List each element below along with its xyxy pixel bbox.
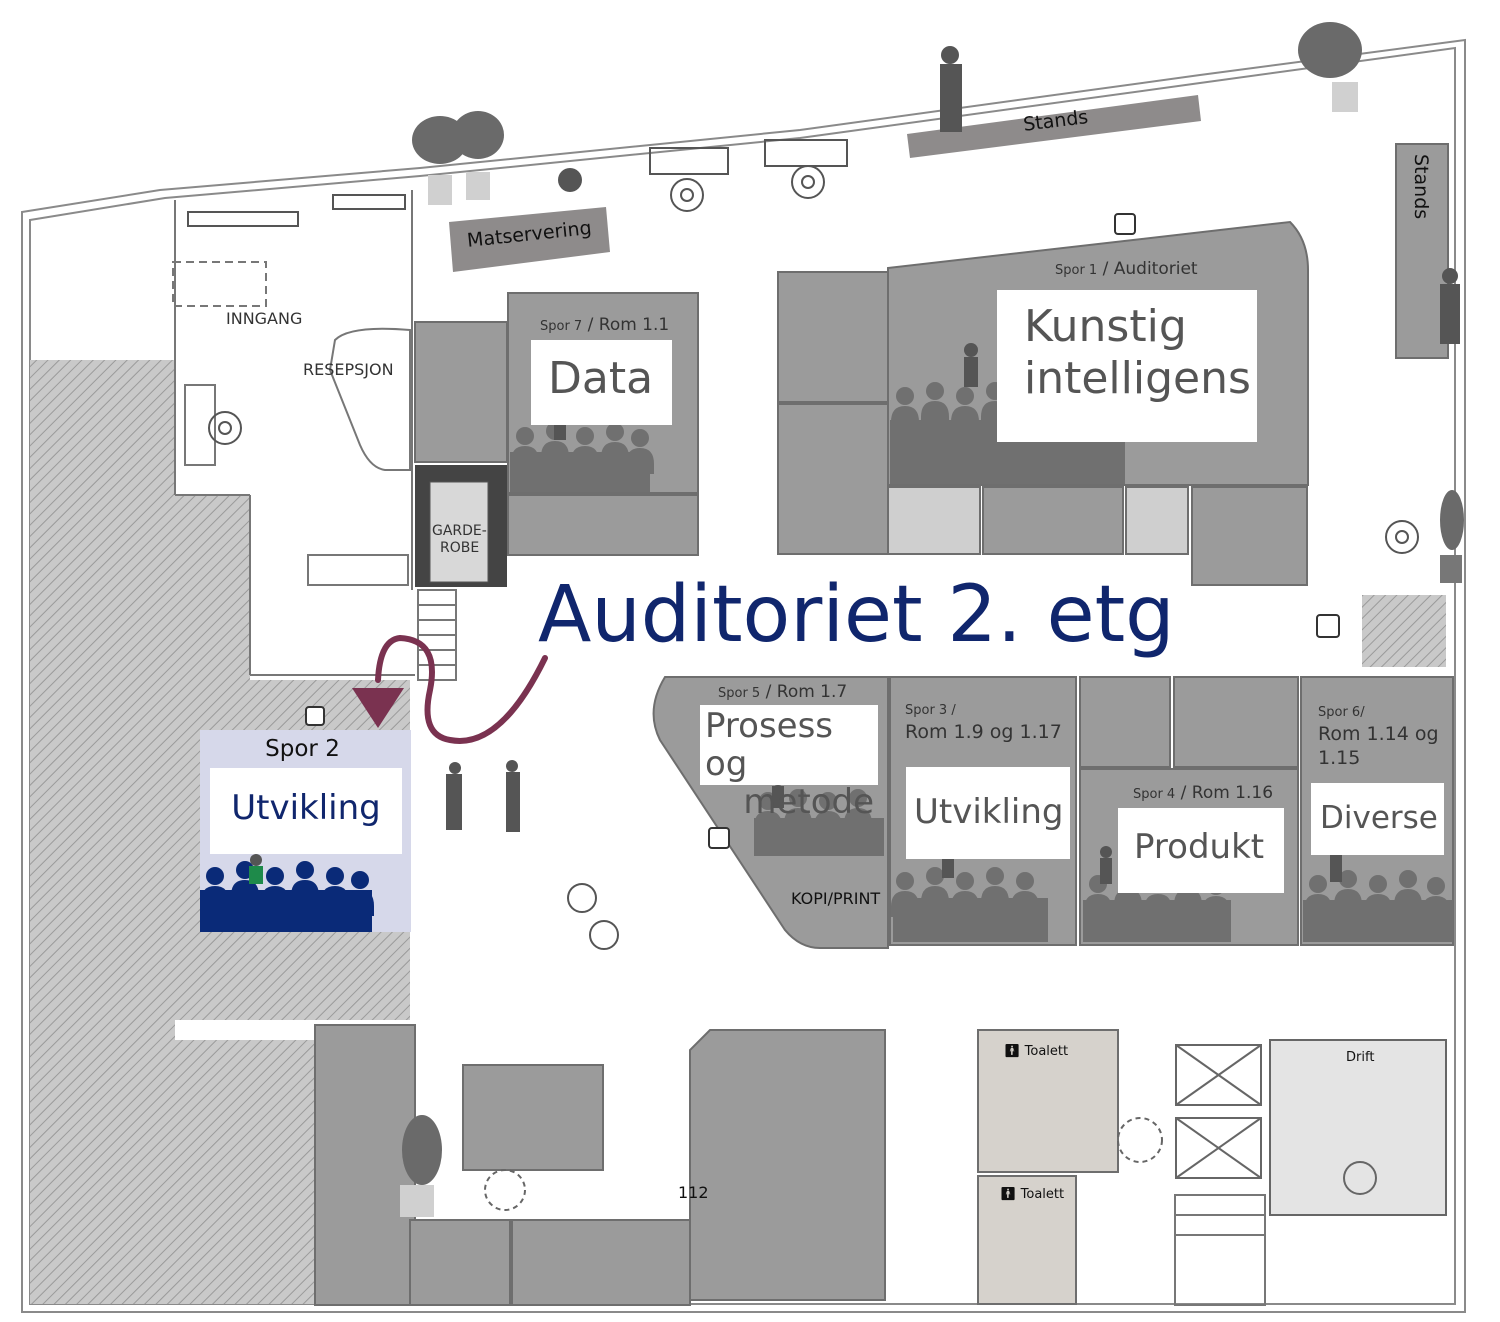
stands-right-label: Stands xyxy=(1410,154,1432,220)
stands-bench xyxy=(449,95,1201,272)
drift-label: Drift xyxy=(1346,1050,1375,1065)
spor3-room: Rom 1.9 og 1.17 xyxy=(905,721,1062,743)
toalett-label-2: 🚹︎ Toalett xyxy=(1000,1187,1065,1202)
spor7-header: Spor 7 / Rom 1.1 xyxy=(540,315,670,335)
spor1-topic-line2: intelligens xyxy=(1024,353,1251,404)
inngang-label: INNGANG xyxy=(226,309,303,328)
garderobe-label-2: ROBE xyxy=(440,540,480,556)
toilet-icon: 🚹︎ xyxy=(1004,1044,1025,1059)
spor2-topic: Utvikling xyxy=(231,788,381,828)
service-rooms xyxy=(484,1039,1447,1216)
toalett-label-1: 🚹︎ Toalett xyxy=(1004,1044,1069,1059)
spor3-header: Spor 3 / xyxy=(905,703,956,718)
spor6-topic: Diverse xyxy=(1320,800,1438,836)
garderobe-block xyxy=(415,465,507,587)
spor5-topic-line1: Prosess og xyxy=(705,706,833,784)
kopi-print-label: KOPI/PRINT xyxy=(791,889,881,908)
page-title: Auditoriet 2. etg xyxy=(538,570,1175,660)
plant-icon xyxy=(400,22,1464,1217)
spor7-topic: Data xyxy=(548,353,654,404)
toilet-blocks xyxy=(977,1029,1119,1305)
spor6-topic-card: Diverse xyxy=(1311,783,1444,855)
toilet-icon: 🚹︎ xyxy=(1000,1187,1021,1202)
resepsjon-label: RESEPSJON xyxy=(303,360,394,379)
garderobe-label-1: GARDE- xyxy=(432,523,487,539)
entrance-lines xyxy=(172,190,415,676)
spor6-room-line2: 1.15 xyxy=(1318,747,1361,769)
spor3-topic-card: Utvikling xyxy=(906,767,1070,859)
spor1-header: Spor 1 / Auditoriet xyxy=(1055,259,1198,279)
spor2-room-highlight: Spor 2 Utvikling xyxy=(200,730,411,932)
spor4-topic: Produkt xyxy=(1134,827,1265,867)
spor3-topic: Utvikling xyxy=(914,792,1064,832)
spor4-header: Spor 4 / Rom 1.16 xyxy=(1133,783,1274,803)
spor6-room-line1: Rom 1.14 og xyxy=(1318,723,1439,745)
arrow-icon xyxy=(352,634,548,744)
spor1-topic-card: Kunstig intelligens xyxy=(997,290,1257,442)
spor2-audience-icon xyxy=(200,854,374,932)
lounge-furniture xyxy=(187,139,1419,950)
spor5-topic-line2: metode xyxy=(743,782,874,822)
stairs xyxy=(417,589,1266,1306)
spor5-header: Spor 5 / Rom 1.7 xyxy=(718,682,848,702)
spor7-topic-card: Data xyxy=(531,340,672,425)
spor2-label: Spor 2 xyxy=(265,736,340,762)
spor2-topic-card: Utvikling xyxy=(210,768,402,854)
coffee-icon xyxy=(305,213,1340,849)
room-number-label: 112 xyxy=(678,1183,709,1202)
spor5-topic-card: Prosess og metode xyxy=(700,705,878,821)
spor6-header: Spor 6/ xyxy=(1318,705,1365,720)
spor1-topic-line1: Kunstig xyxy=(1024,301,1187,352)
spor4-topic-card: Produkt xyxy=(1118,808,1284,893)
